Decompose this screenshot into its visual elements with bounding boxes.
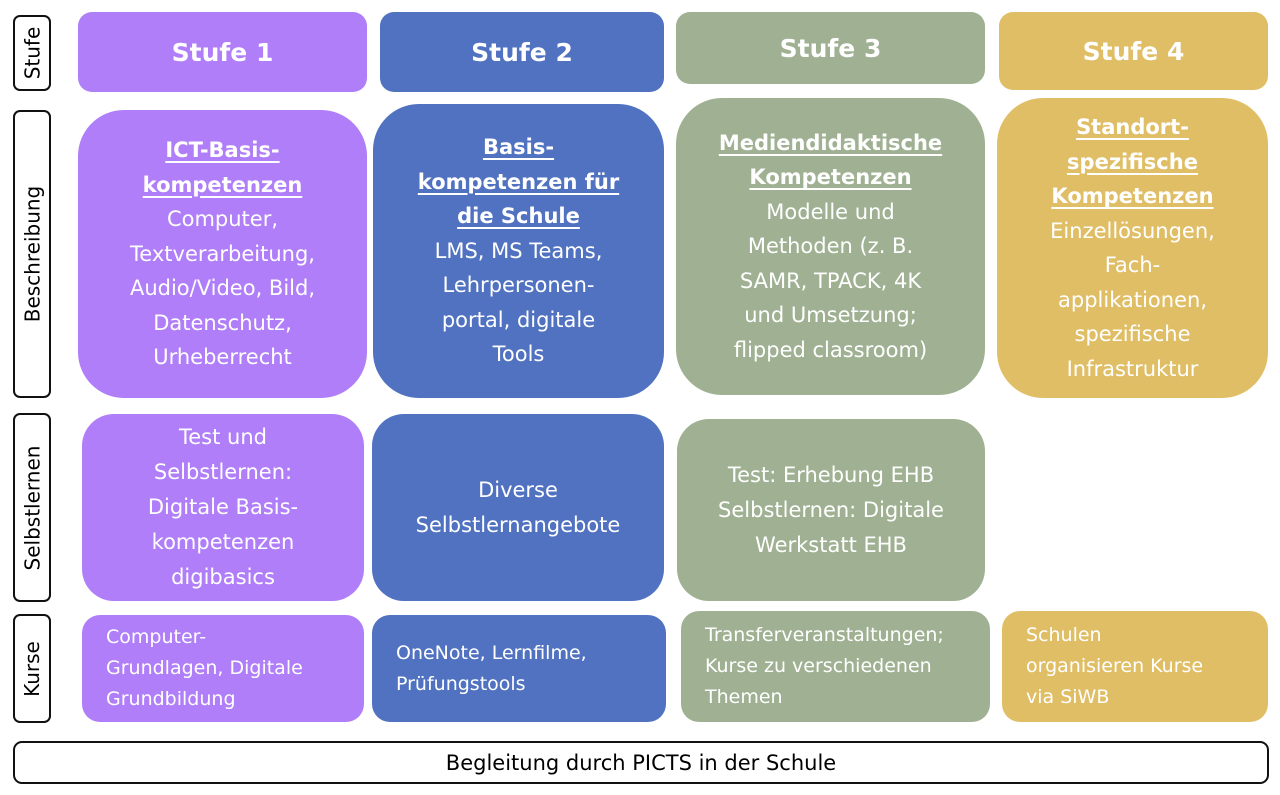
kurse-line: Computer-	[106, 626, 207, 648]
stufe-4-header: Stufe 4	[999, 12, 1268, 90]
kurse-line: via SiWB	[1026, 686, 1110, 708]
footer-text: Begleitung durch PICTS in der Schule	[445, 750, 837, 775]
description-title-line: Kompetenzen	[1051, 184, 1214, 208]
description-body-line: applikationen,	[1058, 287, 1207, 312]
kurse-line: Kurse zu verschiedenen	[705, 655, 932, 677]
description-body-line: Lehrpersonen-	[442, 273, 595, 298]
description-body-line: Einzellösungen,	[1050, 218, 1215, 243]
description-body-line: portal, digitale	[441, 307, 596, 332]
selbstlernen-line: Selbstlernen:	[153, 460, 293, 484]
kurse-line: Schulen	[1026, 624, 1102, 646]
description-body-line: Modelle und	[766, 199, 895, 224]
description-body-line: Datenschutz,	[153, 310, 292, 335]
row-label-selbstlernen-text: Selbstlernen	[20, 445, 44, 570]
stufe-4-header-text: Stufe 4	[1082, 36, 1185, 66]
kurse-line: Themen	[705, 686, 783, 708]
selbstlernen-line: kompetenzen	[151, 530, 295, 554]
description-body-line: Urheberrecht	[153, 345, 292, 370]
selbstlernen-line: Test: Erhebung EHB	[727, 462, 935, 487]
description-body-line: Tools	[492, 342, 545, 367]
row-label-beschreibung-text: Beschreibung	[20, 185, 45, 323]
selbstlernen-line: Selbstlernangebote	[415, 512, 621, 537]
stufe-1-header: Stufe 1	[78, 12, 367, 92]
description-title-line: Kompetenzen	[749, 165, 912, 190]
description-body-line: Methoden (z. B.	[747, 234, 914, 259]
kurse-line: organisieren Kurse	[1026, 655, 1204, 677]
kurse-line: Grundbildung	[106, 688, 236, 710]
row-label-stufe-text: Stufe	[20, 26, 44, 80]
description-title-line: kompetenzen für	[417, 169, 620, 194]
description-title-line: die Schule	[457, 204, 580, 229]
description-body-line: SAMR, TPACK, 4K	[739, 268, 922, 293]
row-label-selbstlernen: Selbstlernen	[13, 413, 51, 602]
selbstlernen-line: Diverse	[478, 477, 558, 502]
description-title-line: ICT-Basis-	[165, 138, 280, 163]
selbstlernen-line: Test und	[179, 425, 267, 449]
description-body-line: Fach-	[1104, 253, 1161, 277]
kurse-line: Transferveranstaltungen;	[705, 624, 944, 646]
description-body-line: flipped classroom)	[733, 337, 928, 362]
row-label-kurse-text: Kurse	[20, 640, 44, 697]
row-label-stufe: Stufe	[13, 15, 51, 91]
selbstlernen-line: Digitale Basis-	[147, 495, 299, 519]
selbstlernen-line: Selbstlernen: Digitale	[718, 497, 944, 522]
description-title-line: spezifische	[1067, 149, 1198, 174]
row-label-kurse: Kurse	[13, 614, 51, 723]
row-label-beschreibung: Beschreibung	[13, 110, 51, 398]
description-title-line: Standort-	[1076, 115, 1189, 139]
description-body-line: Infrastruktur	[1066, 356, 1199, 381]
stufe-2-header: Stufe 2	[380, 12, 664, 92]
stufe-2-header-text: Stufe 2	[471, 37, 573, 67]
stufe-3-kurse: Transferveranstaltungen; Kurse zu verschi…	[681, 611, 990, 722]
stufe-3-header-text: Stufe 3	[779, 33, 882, 63]
kurse-line: Prüfungstools	[396, 672, 526, 695]
kurse-line: Grundlagen, Digitale	[106, 657, 303, 679]
stufe-4-kurse: Schulen organisieren Kurse via SiWB	[1002, 611, 1268, 722]
kurse-line: OneNote, Lernfilme,	[396, 641, 587, 664]
stufe-1-header-text: Stufe 1	[171, 37, 274, 67]
description-body-line: und Umsetzung;	[744, 303, 917, 328]
description-body-line: Audio/Video, Bild,	[129, 276, 316, 301]
stufe-2-kurse: OneNote, Lernfilme, Prüfungstools	[372, 615, 666, 722]
stufe-3-header: Stufe 3	[676, 12, 985, 84]
selbstlernen-line: digibasics	[171, 565, 275, 589]
description-title-line: Mediendidaktische	[718, 130, 943, 155]
description-body-line: Computer,	[166, 207, 279, 232]
description-title-line: kompetenzen	[142, 172, 303, 197]
stufe-3-selbstlernen: Test: Erhebung EHB Selbstlernen: Digitale…	[677, 419, 985, 601]
description-title-line: Basis-	[482, 135, 555, 160]
selbstlernen-line: Werkstatt EHB	[755, 532, 907, 557]
description-body-line: LMS, MS Teams,	[434, 238, 603, 263]
description-body-line: spezifische	[1074, 322, 1191, 346]
description-body-line: Textverarbeitung,	[130, 241, 315, 266]
footer-bar: Begleitung durch PICTS in der Schule	[13, 741, 1269, 784]
